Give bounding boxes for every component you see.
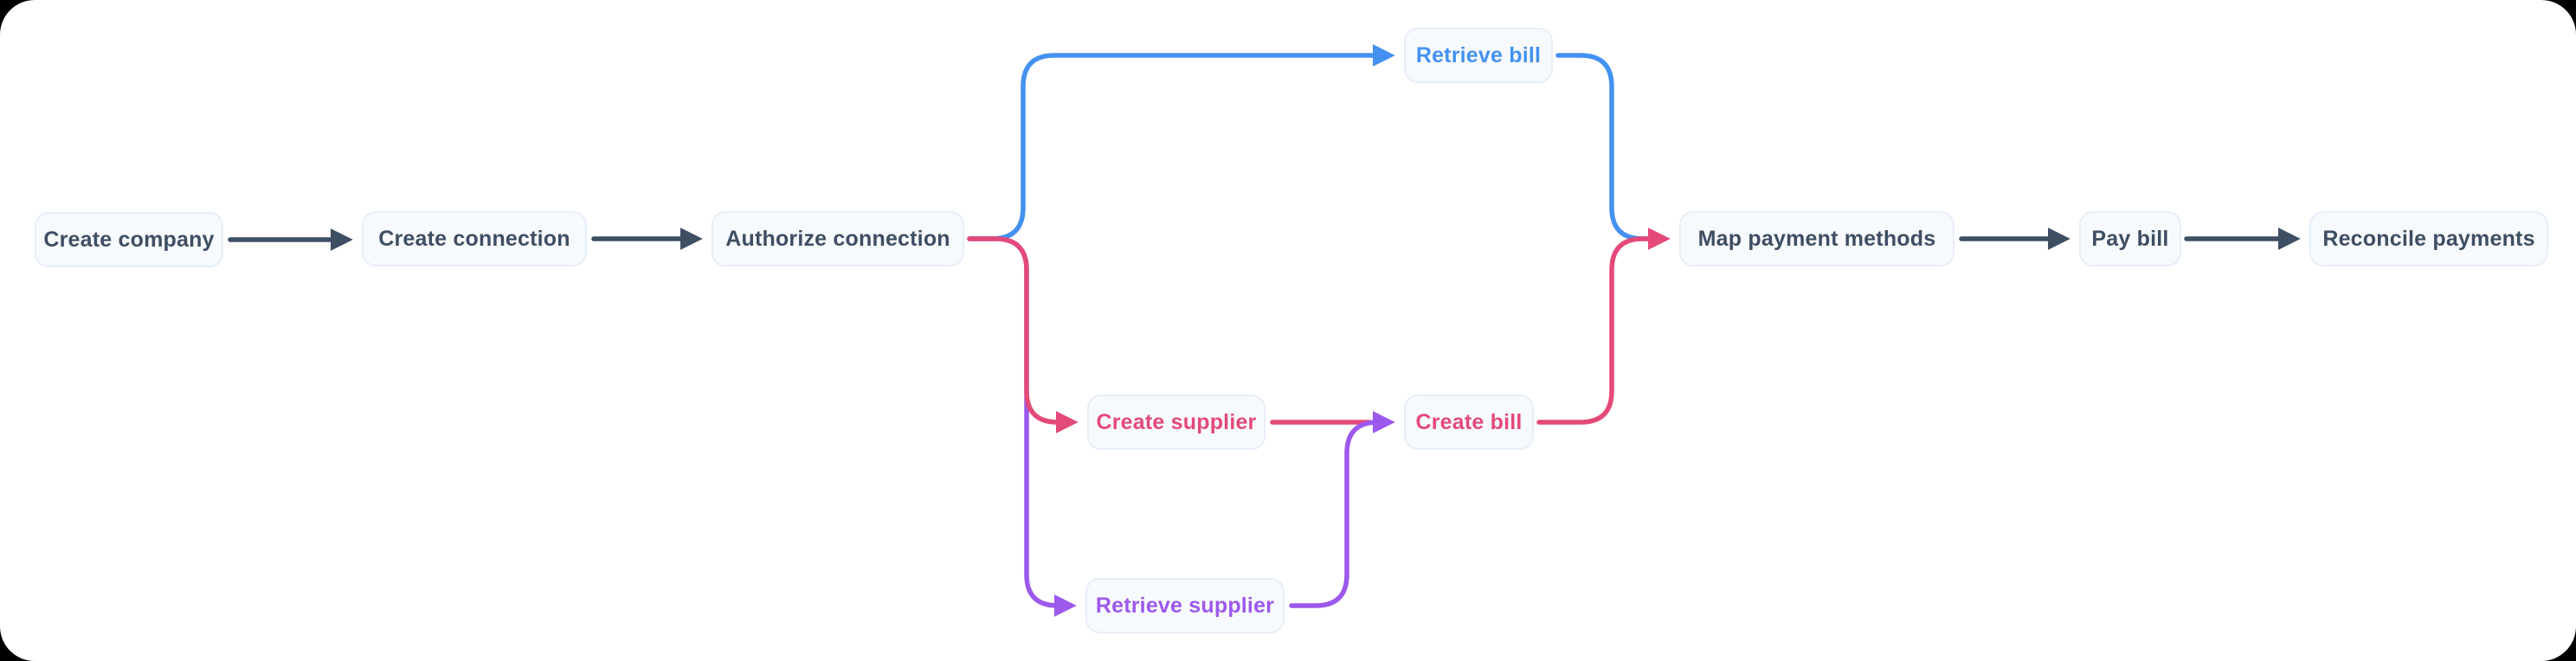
node-retrieve-bill[interactable]: Retrieve bill bbox=[1404, 28, 1553, 83]
node-create-supplier[interactable]: Create supplier bbox=[1087, 395, 1265, 450]
node-authorize-connection[interactable]: Authorize connection bbox=[712, 211, 964, 266]
node-map-payment-methods[interactable]: Map payment methods bbox=[1679, 211, 1955, 266]
node-create-connection[interactable]: Create connection bbox=[362, 211, 587, 266]
node-reconcile-payments[interactable]: Reconcile payments bbox=[2309, 211, 2548, 266]
node-pay-bill[interactable]: Pay bill bbox=[2079, 211, 2181, 266]
edge-authorize-connection-to-create-supplier bbox=[967, 236, 1079, 433]
edge-retrieve-bill-to-map-payment-methods bbox=[1555, 53, 1654, 241]
edge-authorize-connection-to-retrieve-bill bbox=[967, 44, 1395, 241]
edge-create-bill-to-map-payment-methods bbox=[1536, 228, 1671, 425]
node-retrieve-supplier[interactable]: Retrieve supplier bbox=[1085, 578, 1285, 633]
node-create-bill[interactable]: Create bill bbox=[1404, 395, 1534, 450]
edge-retrieve-supplier-to-create-bill bbox=[1289, 411, 1395, 608]
node-create-company[interactable]: Create company bbox=[35, 212, 223, 267]
